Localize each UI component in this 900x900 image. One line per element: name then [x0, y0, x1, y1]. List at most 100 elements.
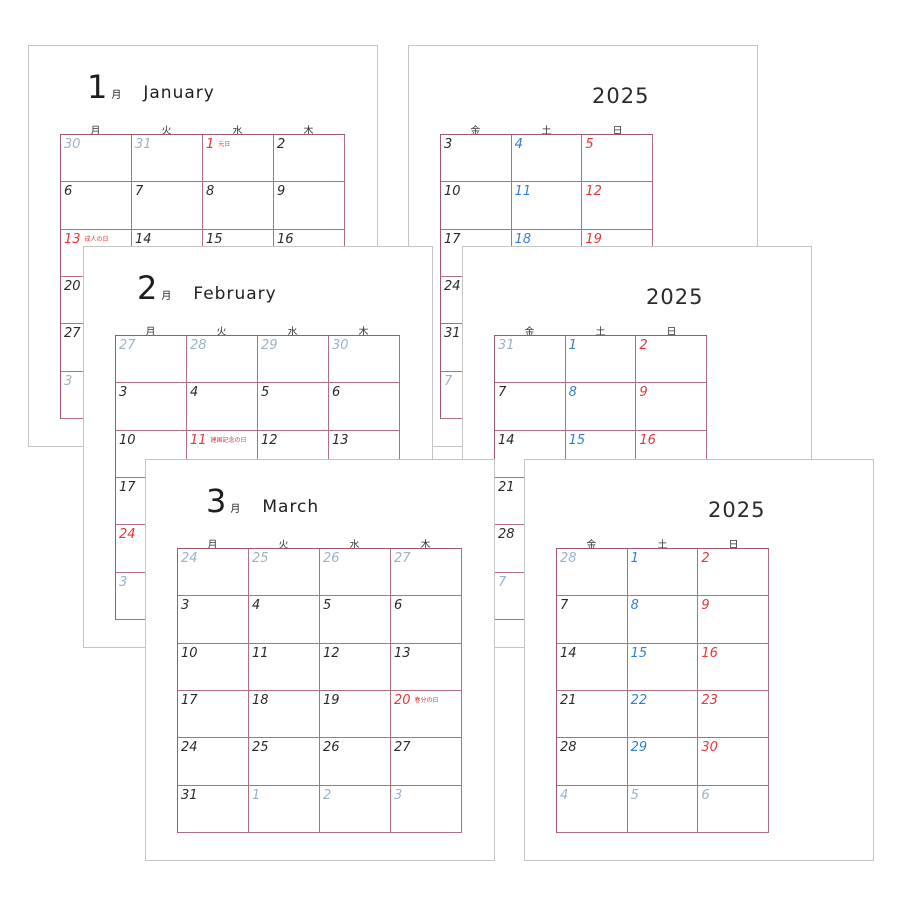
day-number: 5: [323, 598, 332, 614]
day-cell: 12: [582, 182, 653, 230]
day-cell: 3: [116, 383, 187, 431]
weekday-label: 火: [278, 540, 289, 551]
day-number: 27: [394, 551, 411, 566]
day-cell: 2: [320, 785, 391, 833]
day-number: 15: [568, 432, 586, 448]
day-cell: 12: [320, 643, 391, 691]
day-number: 13: [64, 231, 81, 247]
day-cell: 11: [249, 643, 320, 691]
day-number: 9: [639, 385, 648, 401]
weekday-label: 火: [216, 327, 227, 338]
month-kanji: 月: [161, 291, 172, 302]
day-cell: 4: [511, 135, 583, 183]
year-label: 2025: [592, 84, 650, 108]
day-number: 31: [181, 787, 198, 803]
day-cell: 1: [627, 549, 699, 597]
month-number: 2: [137, 269, 158, 307]
holiday-label: 元日: [218, 141, 231, 148]
weekday-label: 木: [358, 327, 369, 338]
day-cell: 6: [329, 383, 400, 431]
day-cell: 3: [391, 785, 462, 833]
holiday-label: 建国記念の日: [210, 436, 247, 444]
weekday-label: 日: [666, 327, 677, 338]
day-number: 1: [206, 137, 215, 152]
day-number: 20: [394, 692, 411, 708]
day-cell: 28: [557, 549, 628, 597]
day-number: 30: [64, 137, 81, 152]
day-number: 14: [560, 645, 577, 661]
weekday-label: 金: [586, 540, 597, 551]
day-number: 3: [64, 373, 73, 389]
day-cell: 7: [132, 182, 203, 230]
day-number: 2: [701, 551, 710, 566]
day-cell: 22: [627, 690, 699, 739]
day-cell: 5: [258, 383, 329, 431]
day-number: 15: [206, 231, 223, 247]
day-number: 14: [498, 432, 515, 448]
day-cell: 8: [565, 383, 637, 431]
day-number: 7: [444, 373, 453, 389]
day-number: 16: [277, 231, 294, 247]
day-number: 21: [498, 479, 515, 495]
weekday-label: 木: [303, 126, 314, 137]
day-number: 9: [277, 184, 286, 200]
weekday-label: 土: [541, 126, 552, 137]
day-number: 16: [639, 432, 656, 448]
day-number: 1: [252, 787, 261, 803]
day-cell: 7: [557, 596, 628, 644]
day-cell: 31: [178, 785, 249, 833]
weekday-label: 月: [207, 540, 218, 551]
day-number: 1: [568, 338, 577, 353]
day-number: 16: [701, 645, 718, 661]
day-cell: 4: [557, 785, 628, 833]
day-number: 8: [206, 184, 215, 200]
day-number: 26: [323, 551, 340, 566]
day-number: 7: [135, 184, 144, 200]
day-number: 31: [498, 338, 515, 353]
day-number: 7: [560, 598, 569, 614]
day-number: 14: [135, 231, 152, 247]
day-cell: 2: [698, 549, 769, 597]
day-number: 28: [560, 740, 577, 756]
day-number: 28: [498, 527, 515, 543]
day-number: 17: [119, 479, 136, 495]
day-cell: 27: [391, 738, 462, 786]
day-cell: 1: [565, 336, 637, 384]
day-number: 9: [701, 598, 710, 614]
day-number: 5: [261, 385, 270, 401]
month-name: January: [143, 83, 215, 103]
day-number: 21: [560, 692, 577, 708]
day-number: 17: [444, 231, 461, 247]
day-cell: 9: [698, 596, 769, 644]
day-number: 15: [630, 645, 648, 661]
day-number: 10: [181, 645, 198, 661]
day-number: 11: [514, 184, 532, 200]
day-number: 19: [585, 231, 602, 247]
weekday-label: 月: [145, 327, 156, 338]
day-number: 24: [181, 740, 198, 756]
day-cell: 28: [557, 738, 628, 786]
day-cell: 16: [698, 643, 769, 691]
month-name: March: [262, 497, 320, 517]
day-cell: 25: [249, 738, 320, 786]
day-number: 8: [568, 385, 577, 401]
weekday-label: 金: [470, 126, 481, 137]
day-number: 8: [630, 598, 639, 614]
day-number: 30: [701, 740, 718, 756]
day-number: 18: [252, 692, 269, 708]
day-number: 25: [252, 551, 269, 566]
weekday-label: 月: [90, 126, 101, 137]
day-number: 3: [181, 598, 190, 614]
day-number: 2: [639, 338, 648, 353]
day-cell: 6: [391, 596, 462, 644]
day-cell: 5: [627, 785, 699, 833]
day-number: 25: [252, 740, 269, 756]
